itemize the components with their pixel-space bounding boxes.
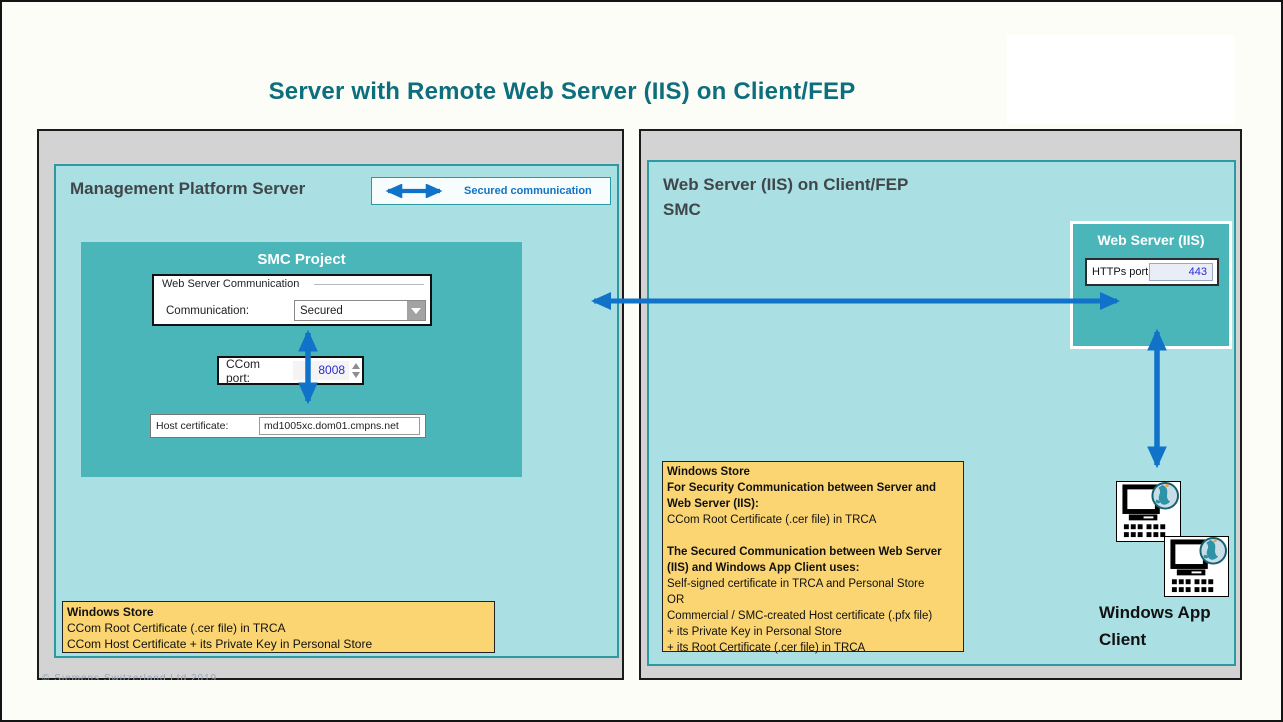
note-line: Self-signed certificate in TRCA and Pers… [667,578,925,590]
note-line: Windows Store [667,466,750,478]
https-port-input[interactable]: 443 [1149,263,1213,281]
note-line: + its Root Certificate (.cer file) in TR… [667,642,866,654]
note-line: CCom Root Certificate (.cer file) in TRC… [67,621,286,635]
smc-project-box: SMC Project Web Server Communication Com… [81,242,522,477]
legend-box: Secured communication [371,177,611,205]
note-line [667,528,959,544]
windows-store-note-left: Windows Store CCom Root Certificate (.ce… [62,601,495,653]
host-certificate-input[interactable]: md1005xc.dom01.cmpns.net [259,417,420,435]
communication-row: Communication: Secured [166,300,426,321]
web-server-iis-title: Web Server (IIS) [1097,232,1205,248]
secured-communication-arrow-icon [385,184,443,198]
page-title: Server with Remote Web Server (IIS) on C… [268,78,856,105]
note-line: CCom Root Certificate (.cer file) in TRC… [667,514,877,526]
note-line: For Security Communication between Serve… [667,482,937,510]
windows-app-client-label: Windows App Client [1099,599,1211,653]
management-platform-container: Management Platform Server Secured commu… [37,129,624,680]
spinner-up-icon [351,363,360,369]
legend-label: Secured communication [464,185,592,197]
windows-app-client-icon [1116,481,1181,542]
web-server-client-container: Web Server (IIS) on Client/FEP SMC Web S… [639,129,1242,680]
ccom-port-stepper[interactable] [349,360,362,381]
windows-store-note-right: Windows Store For Security Communication… [662,461,964,654]
communication-label: Communication: [166,304,250,317]
note-line: OR [667,594,685,606]
copyright-text: © Siemens Switzerland Ltd 2019 [42,674,218,680]
host-certificate-label: Host certificate: [156,420,229,432]
note-line: + its Private Key in Personal Store [667,626,842,638]
blank-area [1007,35,1234,124]
computer-globe-icon [1170,537,1227,593]
windows-app-client-icon [1164,536,1229,597]
web-server-communication-dialog: Web Server Communication Communication: … [152,274,432,326]
communication-dropdown-value: Secured [300,304,343,317]
note-line: Windows Store [67,605,154,619]
note-line: CCom Host Certificate + its Private Key … [67,637,373,651]
ccom-port-input[interactable]: 8008 [293,361,350,380]
management-platform-title: Management Platform Server [70,179,306,198]
client-label-line1: Windows App [1099,603,1211,622]
host-certificate-box: Host certificate: md1005xc.dom01.cmpns.n… [150,414,426,438]
https-port-label: HTTPs port: [1092,266,1152,278]
note-line: Commercial / SMC-created Host certificat… [667,610,933,622]
management-platform-panel: Management Platform Server Secured commu… [54,164,619,658]
web-server-iis-box: Web Server (IIS) HTTPs port: 443 [1070,221,1232,349]
https-port-bar: HTTPs port: 443 [1085,258,1219,286]
note-line: The Secured Communication between Web Se… [667,546,942,574]
web-server-panel-title: Web Server (IIS) on Client/FEP SMC [663,172,908,222]
spinner-down-icon [351,372,360,378]
web-server-client-panel: Web Server (IIS) on Client/FEP SMC Web S… [647,160,1236,666]
group-box-line [314,284,424,285]
ccom-port-box: CCom port: 8008 [217,356,364,385]
web-server-panel-title-line2: SMC [663,200,701,219]
communication-dropdown[interactable]: Secured [294,300,426,321]
web-server-panel-title-line1: Web Server (IIS) on Client/FEP [663,175,909,194]
smc-project-title: SMC Project [257,251,346,268]
dropdown-button[interactable] [407,301,425,320]
client-label-line2: Client [1099,630,1147,649]
computer-globe-icon [1122,482,1179,538]
ccom-port-label: CCom port: [226,356,261,385]
chevron-down-icon [411,307,421,314]
dialog-group-label: Web Server Communication [160,278,302,290]
